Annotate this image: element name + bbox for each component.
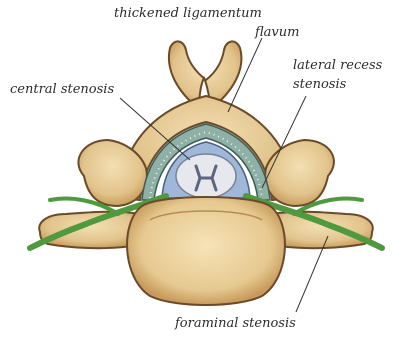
vertebral-body [127,197,285,305]
label-flavum: flavum [255,25,299,41]
label-thickened-ligamentum: thickened ligamentum [114,6,262,22]
spinal-cord [176,154,236,198]
label-lateral-recess-stenosis: stenosis [293,77,346,93]
label-central-stenosis: central stenosis [10,82,114,98]
label-lateral-recess: lateral recess [293,58,382,74]
label-foraminal-stenosis: foraminal stenosis [175,316,296,332]
